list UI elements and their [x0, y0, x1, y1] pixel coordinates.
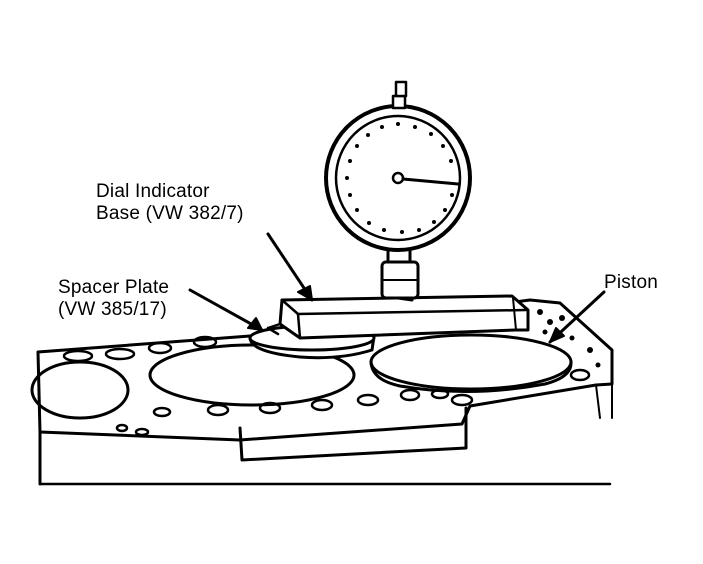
- dial-ticks: [345, 122, 454, 234]
- spacer-plate-label-line2: (VW 385/17): [58, 299, 167, 320]
- spacer-plate-arrow: [188, 288, 264, 332]
- spacer-plate-label: Spacer Plate (VW 385/17): [58, 277, 169, 321]
- dial-indicator-base-label-line2: Base (VW 382/7): [96, 203, 244, 224]
- spacer-plate-label-line1: Spacer Plate: [58, 277, 170, 298]
- piston-label: Piston: [604, 272, 658, 294]
- callout-arrows: [188, 232, 606, 344]
- dial-indicator: [324, 80, 472, 302]
- piston-label-line1: Piston: [604, 272, 659, 293]
- dial-indicator-base-label: Dial Indicator Base (VW 382/7): [96, 181, 244, 225]
- cylinder-bore-left: [30, 360, 130, 420]
- dial-indicator-base-label-line1: Dial Indicator: [96, 181, 210, 202]
- piston: [369, 333, 573, 394]
- dial-indicator-base: [266, 294, 530, 340]
